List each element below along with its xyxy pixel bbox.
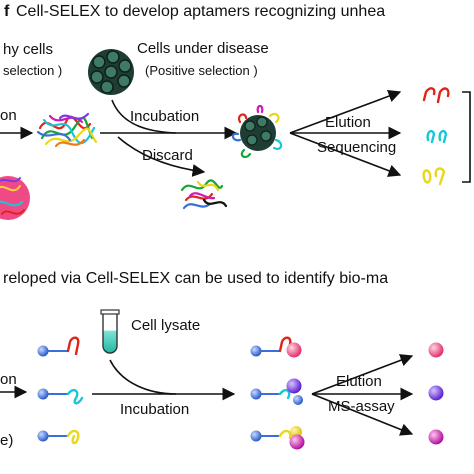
biomarker-purple-icon xyxy=(428,385,444,401)
selected-aptamer-red-icon xyxy=(422,87,450,104)
panel-b-lysate-curve-arrow xyxy=(109,359,177,395)
panel-a-discard-arrow xyxy=(117,136,206,177)
panel-b-left-bottom-label: e) xyxy=(0,432,13,449)
discarded-aptamers-icon xyxy=(180,179,228,210)
panel-b-incubation-label: Incubation xyxy=(120,401,189,418)
ms-assay-label: MS-assay xyxy=(328,398,395,415)
panel-b: reloped via Cell-SELEX can be used to id… xyxy=(0,270,444,450)
panel-a-right-bracket xyxy=(462,91,471,183)
biomarker-pink-icon xyxy=(428,342,444,358)
cell-lysate-tube-icon xyxy=(100,309,120,354)
arrow-to-top-aptamer xyxy=(289,90,402,134)
aptamer-library-icon xyxy=(36,112,98,148)
healthy-cells-label: hy cells xyxy=(3,41,53,58)
bound-cell-icon xyxy=(231,104,283,159)
panel-a: f Cell-SELEX to develop aptamers recogni… xyxy=(0,3,471,220)
probe-red-icon xyxy=(37,336,80,357)
arrow-to-bottom-protein xyxy=(311,393,414,436)
panel-a-left-label: on xyxy=(0,107,17,124)
disease-cells-label: Cells under disease xyxy=(137,40,269,57)
positive-selection-label: (Positive selection ) xyxy=(145,63,258,78)
panel-a-disease-curve-arrow xyxy=(111,99,177,134)
selected-aptamer-cyan-icon xyxy=(426,129,448,144)
panel-a-discard-label: Discard xyxy=(142,147,193,164)
healthy-selection-label: selection ) xyxy=(3,63,62,78)
probe-yellow-icon xyxy=(37,429,80,445)
panel-a-heading: Cell-SELEX to develop aptamers recognizi… xyxy=(16,3,385,20)
elution-label: Elution xyxy=(325,114,371,131)
bound-probe-cyan-icon xyxy=(250,378,303,405)
disease-cell-icon xyxy=(88,49,134,95)
panel-a-incubation-label: Incubation xyxy=(130,108,199,125)
bound-probe-red-icon xyxy=(250,336,302,358)
panel-a-heading-marker: f xyxy=(4,3,10,20)
arrow-to-top-protein xyxy=(311,354,414,395)
healthy-cells-icon xyxy=(0,176,30,220)
biomarker-magenta-icon xyxy=(428,429,444,445)
panel-b-heading: reloped via Cell-SELEX can be used to id… xyxy=(3,270,388,287)
probe-cyan-icon xyxy=(37,388,84,405)
arrow-to-bottom-aptamer xyxy=(289,132,402,177)
sequencing-label: Sequencing xyxy=(317,139,396,156)
panel-b-elution-label: Elution xyxy=(336,373,382,390)
panel-b-left-label: on xyxy=(0,371,17,388)
bound-probe-yellow-icon xyxy=(250,426,305,450)
selected-aptamer-yellow-icon xyxy=(422,167,446,186)
cell-lysate-label: Cell lysate xyxy=(131,317,200,334)
